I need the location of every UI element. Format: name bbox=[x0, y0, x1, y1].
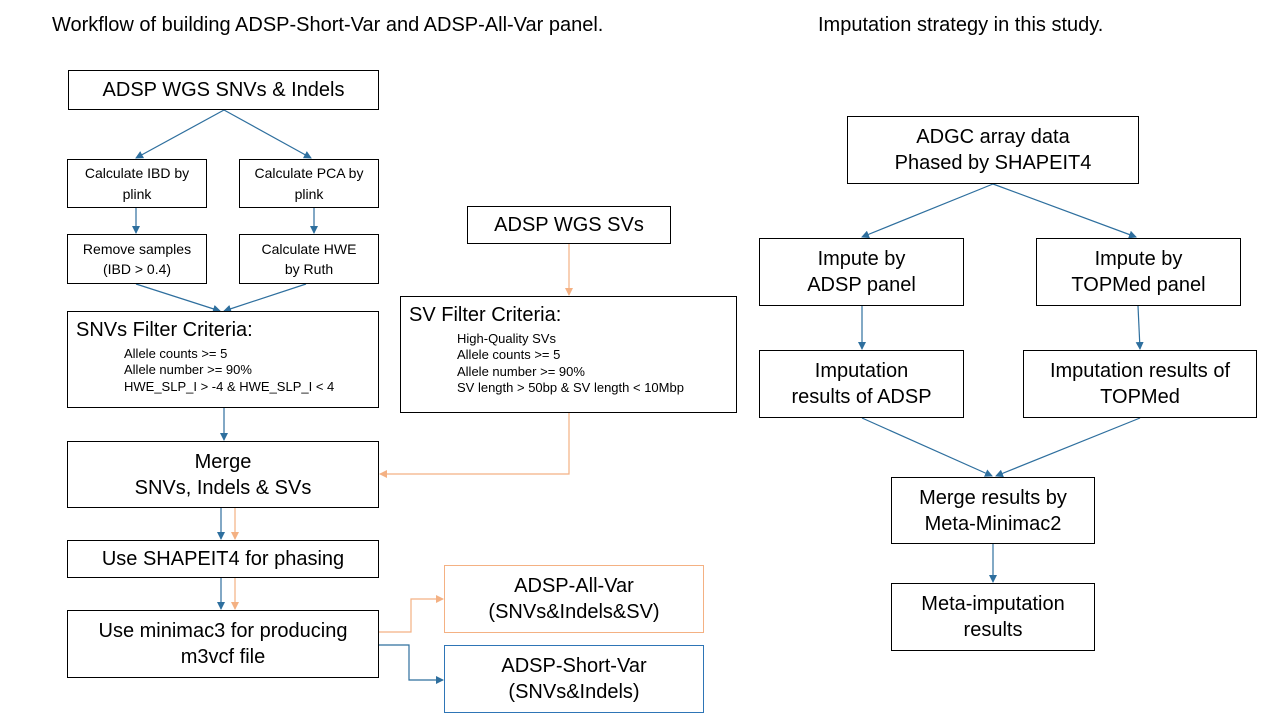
box-label: ADSP WGS SVs bbox=[494, 214, 644, 236]
box-label-line: Phased by SHAPEIT4 bbox=[894, 152, 1092, 174]
box-label-line: Meta-Minimac2 bbox=[924, 512, 1062, 535]
sv-filter-item: High-Quality SVs bbox=[457, 331, 556, 346]
box-label-line: TOPMed bbox=[1100, 386, 1180, 408]
sv-filter-item: SV length > 50bp & SV length < 10Mbp bbox=[457, 379, 684, 395]
box-label-line: ADSP panel bbox=[807, 274, 916, 296]
arrow-hwe-to-filter bbox=[223, 283, 307, 313]
arrow-results-topmed-to-merge bbox=[995, 417, 1141, 478]
adgc-array-data-box: ADGC array data Phased by SHAPEIT4 bbox=[847, 116, 1139, 184]
box-label-line: Meta-imputation bbox=[921, 593, 1065, 615]
arrow-array-to-impute-topmed bbox=[992, 183, 1137, 239]
box-label-line: ADSP-Short-Var bbox=[501, 655, 647, 677]
arrow-array-to-impute-adsp bbox=[861, 183, 994, 239]
arrow-remove-to-filter bbox=[135, 283, 221, 313]
box-label: Use SHAPEIT4 for phasing bbox=[101, 548, 345, 570]
snvs-filter-item: Allele number >= 90% bbox=[124, 362, 252, 378]
adsp-all-var-box: ADSP-All-Var (SNVs&Indels&SV) bbox=[444, 565, 704, 633]
arrow-sv-filter-to-merge bbox=[379, 413, 570, 478]
arrow-minimac-to-short-var bbox=[379, 644, 444, 684]
sv-filter-item: Allele counts >= 5 bbox=[457, 347, 561, 363]
calculate-hwe-box: Calculate HWE by Ruth bbox=[239, 234, 379, 284]
box-label-line: (IBD > 0.4) bbox=[102, 261, 172, 277]
calculate-ibd-box: Calculate IBD by plink bbox=[67, 159, 207, 208]
box-label-line: by Ruth bbox=[284, 261, 334, 277]
snvs-filter-item: HWE_SLP_I > -4 & HWE_SLP_I < 4 bbox=[124, 378, 335, 394]
box-label-line: Imputation results of bbox=[1049, 360, 1231, 382]
snvs-filter-heading: SNVs Filter Criteria: bbox=[76, 319, 253, 341]
box-label-line: ADGC array data bbox=[916, 126, 1070, 148]
box-label-line: Remove samples bbox=[82, 240, 192, 257]
workflow-title: Workflow of building ADSP-Short-Var and … bbox=[52, 14, 604, 36]
box-label-line: Merge bbox=[194, 450, 252, 473]
box-label-line: Merge results by bbox=[919, 486, 1067, 509]
box-label-line: Calculate HWE bbox=[261, 240, 357, 257]
adsp-short-var-box: ADSP-Short-Var (SNVs&Indels) bbox=[444, 645, 704, 713]
box-label-line: plink bbox=[294, 185, 324, 202]
box-label-line: TOPMed panel bbox=[1071, 274, 1206, 296]
sv-filter-item: Allele number >= 90% bbox=[457, 363, 585, 379]
box-label-line: Impute by bbox=[1094, 248, 1183, 270]
impute-topmed-panel-box: Impute by TOPMed panel bbox=[1036, 238, 1241, 306]
sv-filter-criteria-box: SV Filter Criteria: High-Quality SVs All… bbox=[400, 296, 737, 413]
adsp-wgs-svs-box: ADSP WGS SVs bbox=[467, 206, 671, 244]
box-label-line: results bbox=[963, 619, 1023, 641]
shapeit4-phasing-box: Use SHAPEIT4 for phasing bbox=[67, 540, 379, 578]
imputation-title: Imputation strategy in this study. bbox=[818, 14, 1104, 36]
sv-filter-heading: SV Filter Criteria: bbox=[409, 304, 562, 326]
remove-samples-box: Remove samples (IBD > 0.4) bbox=[67, 234, 207, 284]
merge-results-meta-minimac2-box: Merge results by Meta-Minimac2 bbox=[891, 477, 1095, 544]
box-label: ADSP WGS SNVs & Indels bbox=[102, 79, 345, 101]
box-label-line: Imputation bbox=[814, 360, 909, 382]
box-label-line: Use minimac3 for producing bbox=[98, 620, 348, 642]
arrow-results-adsp-to-merge bbox=[861, 417, 993, 477]
box-label-line: ADSP-All-Var bbox=[514, 575, 634, 597]
box-label-line: Calculate PCA by bbox=[254, 165, 364, 182]
imputation-results-topmed-box: Imputation results of TOPMed bbox=[1023, 350, 1257, 418]
merge-snvs-indels-svs-box: Merge SNVs, Indels & SVs bbox=[67, 441, 379, 508]
box-label-line: Impute by bbox=[817, 248, 906, 270]
box-label-line: SNVs, Indels & SVs bbox=[134, 476, 312, 499]
impute-adsp-panel-box: Impute by ADSP panel bbox=[759, 238, 964, 306]
arrow-source-to-pca bbox=[223, 109, 312, 159]
imputation-results-adsp-box: Imputation results of ADSP bbox=[759, 350, 964, 418]
adsp-wgs-snvs-indels-box: ADSP WGS SNVs & Indels bbox=[68, 70, 379, 110]
box-label-line: (SNVs&Indels&SV) bbox=[488, 601, 660, 623]
box-label-line: plink bbox=[122, 185, 152, 202]
minimac3-m3vcf-box: Use minimac3 for producing m3vcf file bbox=[67, 610, 379, 678]
box-label-line: (SNVs&Indels) bbox=[508, 681, 640, 703]
arrow-impute-topmed-to-results bbox=[1135, 305, 1144, 350]
snvs-filter-criteria-box: SNVs Filter Criteria: Allele counts >= 5… bbox=[67, 311, 379, 408]
box-label-line: Calculate IBD by bbox=[84, 165, 190, 182]
arrow-source-to-ibd bbox=[135, 109, 225, 159]
box-label-line: m3vcf file bbox=[180, 646, 266, 668]
calculate-pca-box: Calculate PCA by plink bbox=[239, 159, 379, 208]
meta-imputation-results-box: Meta-imputation results bbox=[891, 583, 1095, 651]
arrow-minimac-to-all-var bbox=[379, 595, 444, 633]
snvs-filter-item: Allele counts >= 5 bbox=[124, 346, 228, 361]
box-label-line: results of ADSP bbox=[791, 386, 932, 408]
